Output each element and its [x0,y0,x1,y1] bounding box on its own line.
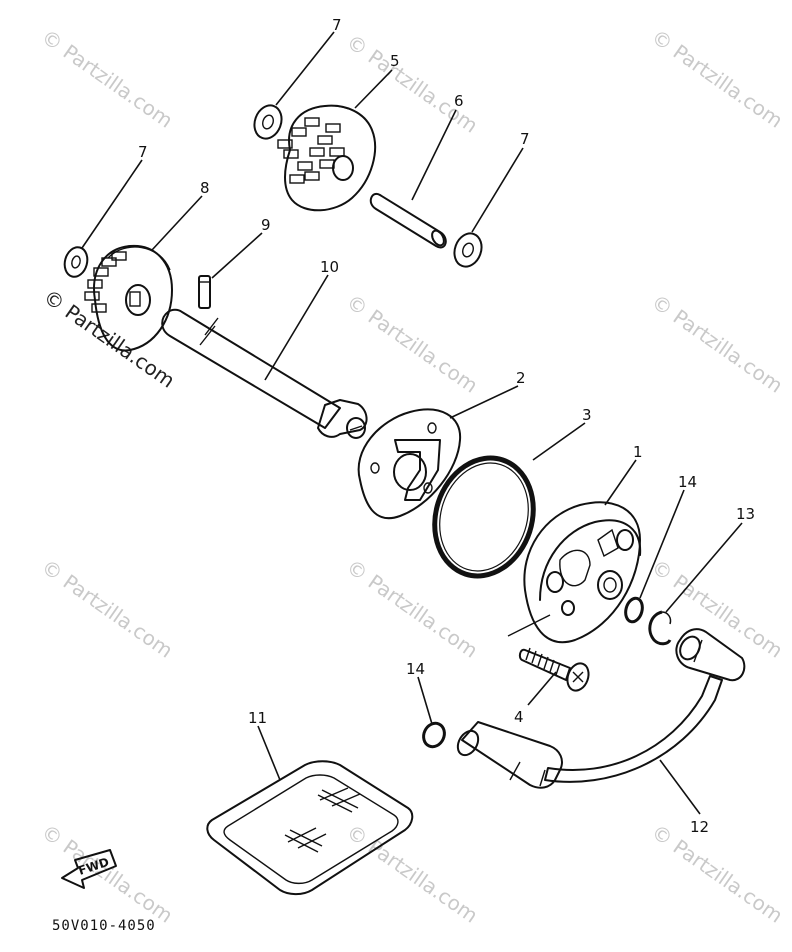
plate-2 [357,408,462,519]
callout-1: 1 [633,443,643,461]
washer-7-left [63,246,89,278]
callout-9: 9 [261,216,271,234]
pump-body-1 [507,501,642,643]
callout-14: 14 [406,660,425,678]
gear-8 [84,244,173,352]
watermark: © Partzilla.com [647,24,787,132]
callout-14: 14 [678,473,697,491]
screw-4 [518,647,590,692]
pipe-12 [456,628,746,789]
gear-5 [277,104,377,212]
callout-4: 4 [514,708,524,726]
o-ring-14-right [624,596,644,624]
watermark-layer: © Partzilla.com © Partzilla.com © Partzi… [37,24,787,927]
callout-7: 7 [138,143,148,161]
callout-5: 5 [390,52,400,70]
callout-10: 10 [320,258,339,276]
callouts: 7 5 6 7 7 8 9 10 2 3 1 14 13 4 14 11 12 [138,16,755,836]
o-ring-3 [432,455,536,579]
watermark: © Partzilla.com [342,819,482,927]
watermark-dark: © Partzilla.com [39,284,179,392]
washer-7-top [253,104,283,140]
watermark: © Partzilla.com [37,819,177,927]
callout-8: 8 [200,179,210,197]
watermark: © Partzilla.com [647,819,787,927]
callout-2: 2 [516,369,526,387]
circlip-13 [648,610,672,646]
watermark: © Partzilla.com [37,24,177,132]
dowel-pin-9 [198,275,211,309]
callout-12: 12 [690,818,709,836]
strainer-11 [206,760,414,896]
watermark: © Partzilla.com [342,289,482,397]
watermark: © Partzilla.com [647,289,787,397]
watermark: © Partzilla.com [37,554,177,662]
callout-7: 7 [332,16,342,34]
callout-13: 13 [736,505,755,523]
watermark: © Partzilla.com [342,29,482,137]
callout-11: 11 [248,709,267,727]
pin-6 [369,192,447,249]
callout-7: 7 [520,130,530,148]
callout-6: 6 [454,92,464,110]
leader-lines [81,31,743,815]
washer-7-right [453,232,483,268]
o-ring-14-left [422,721,446,749]
shaft-10 [161,308,368,439]
callout-3: 3 [582,406,592,424]
diagram-code: 50V010-4050 [52,918,156,934]
